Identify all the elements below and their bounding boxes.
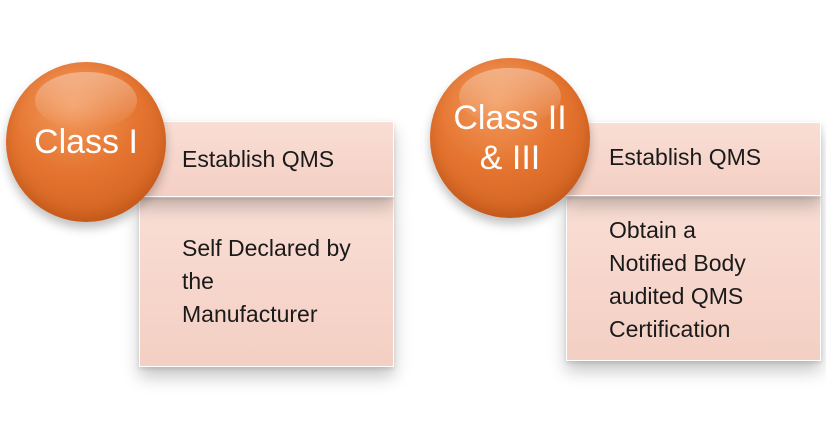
bottom-box-line-2: the xyxy=(182,268,214,294)
class-circle-class-i: Class I xyxy=(6,62,166,222)
top-box-text: Establish QMS xyxy=(182,146,335,172)
bottom-box-class-ii-iii: Obtain a Notified Body audited QMS Certi… xyxy=(566,196,821,361)
top-box-text: Establish QMS xyxy=(609,144,762,170)
circle-label: Class I xyxy=(34,123,138,161)
bottom-box-line-3: audited QMS xyxy=(609,283,744,309)
bottom-box-line-1: Obtain a xyxy=(609,217,696,243)
bottom-box-class-i: Self Declared by the Manufacturer xyxy=(139,197,394,367)
top-box-class-i: Establish QMS xyxy=(139,121,394,197)
bottom-box-line-1: Self Declared by xyxy=(182,235,351,261)
top-box-class-ii-iii: Establish QMS xyxy=(566,122,821,196)
bottom-box-line-3: Manufacturer xyxy=(182,301,318,327)
bottom-box-line-4: Certification xyxy=(609,316,731,342)
circle-label: Class II & III xyxy=(453,99,567,177)
class-circle-class-ii-iii: Class II & III xyxy=(430,58,590,218)
bottom-box-line-2: Notified Body xyxy=(609,250,746,276)
